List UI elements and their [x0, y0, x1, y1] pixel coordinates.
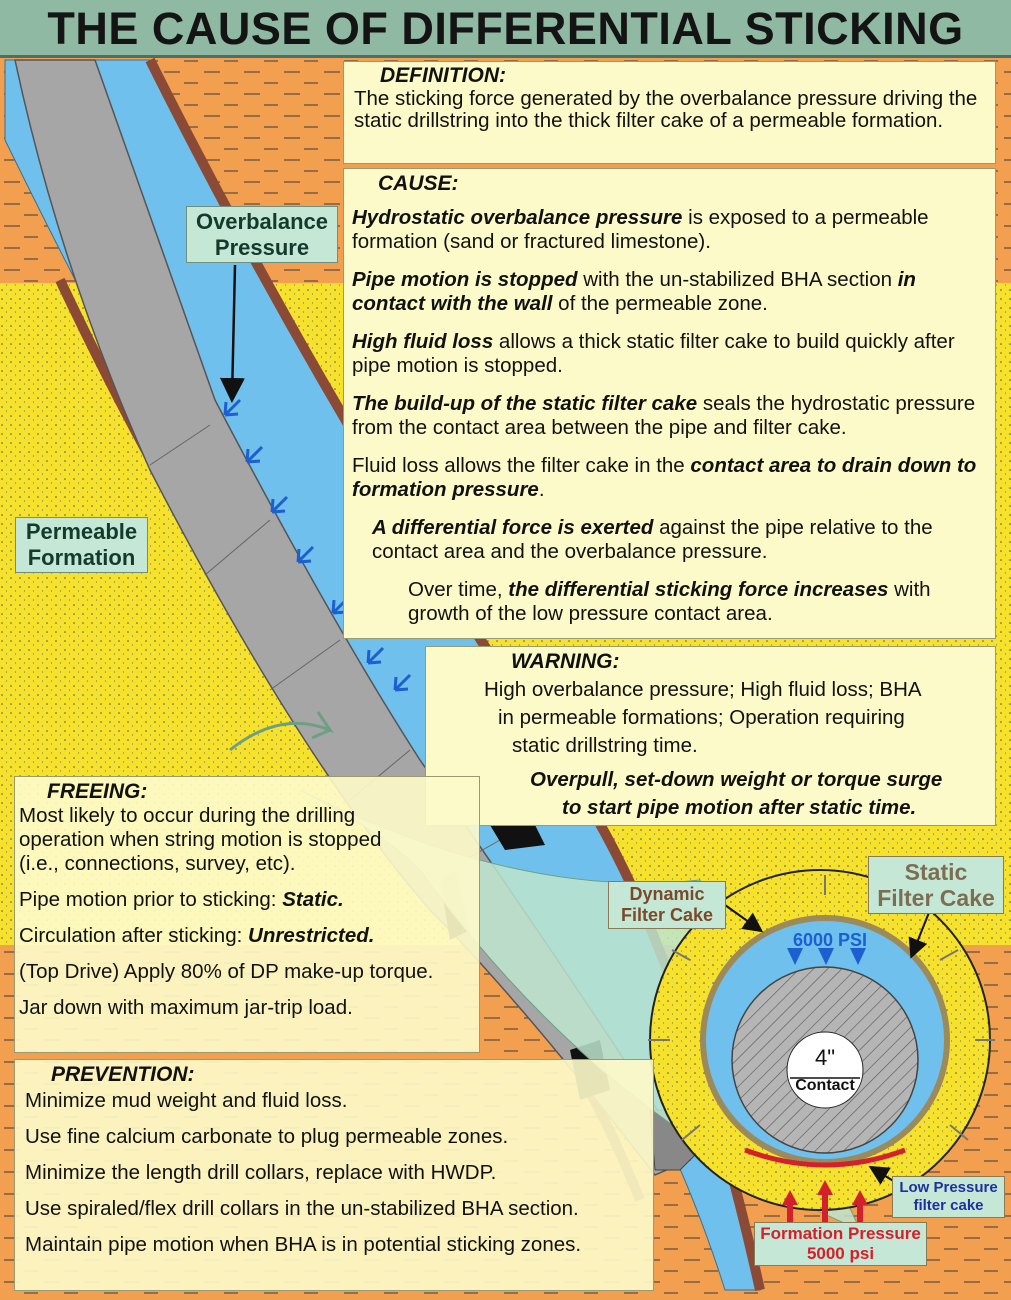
tool-joint-1	[149, 424, 211, 466]
tool-joint-2	[204, 519, 271, 576]
prevention-item: Maintain pipe motion when BHA is in pote…	[25, 1233, 582, 1256]
definition-box: DEFINITION: The sticking force generated…	[343, 61, 996, 164]
fluid-loss-arrows	[648, 875, 995, 1141]
warning-bold: Overpull, set-down weight or torque surg…	[530, 768, 943, 791]
prevention-item: Use spiraled/flex drill collars in the u…	[25, 1197, 579, 1220]
warning-bold: to start pipe motion after static time.	[562, 796, 917, 819]
static-pointer	[908, 909, 931, 959]
freeing-item: (Top Drive) Apply 80% of DP make-up torq…	[19, 960, 434, 983]
high-pressure-label: 6000 PSI	[792, 930, 868, 950]
dynamic-filter-cake-label: Dynamic Filter Cake	[608, 881, 726, 929]
warning-line: in permeable formations; Operation requi…	[498, 706, 905, 729]
pressure-arrows-formation	[782, 1180, 868, 1230]
warning-line: High overbalance pressure; High fluid lo…	[484, 678, 922, 701]
cause-item: Hydrostatic overbalance pressure is expo…	[352, 206, 929, 253]
cause-item: High fluid loss allows a thick static fi…	[352, 330, 955, 377]
cause-item: A differential force is exerted against …	[372, 516, 933, 563]
cause-heading: CAUSE:	[378, 172, 459, 195]
dynamic-pointer	[724, 904, 764, 933]
page-title: THE CAUSE OF DIFFERENTIAL STICKING	[0, 0, 1011, 58]
cause-item: Fluid loss allows the filter cake in the…	[352, 454, 977, 501]
cause-item: Pipe motion is stopped with the un-stabi…	[352, 268, 916, 315]
contact-size-label: 4"	[814, 1045, 836, 1070]
cause-item: Over time, the differential sticking for…	[408, 578, 931, 625]
warning-heading: WARNING:	[511, 650, 620, 673]
permeable-formation-label: Permeable Formation	[15, 517, 148, 573]
swirl-arrow	[229, 711, 334, 752]
warning-line: static drillstring time.	[512, 734, 698, 757]
prevention-heading: PREVENTION:	[51, 1063, 195, 1086]
prevention-item: Use fine calcium carbonate to plug perme…	[25, 1125, 509, 1148]
cause-item: The build-up of the static filter cake s…	[352, 392, 976, 439]
definition-text: The sticking force generated by the over…	[354, 87, 978, 132]
static-filter-cake-label: Static Filter Cake	[868, 856, 1004, 914]
formation-pressure-label: Formation Pressure 5000 psi	[754, 1222, 927, 1266]
low-pressure-label: Low Pressure filter cake	[892, 1176, 1005, 1218]
tool-joint-3	[269, 639, 341, 691]
cause-box: CAUSE: Hydrostatic overbalance pressure …	[343, 168, 996, 639]
definition-heading: DEFINITION:	[380, 64, 506, 87]
cross-section	[648, 869, 995, 1230]
prevention-box: PREVENTION: Minimize mud weight and flui…	[14, 1059, 654, 1291]
freeing-item: Jar down with maximum jar-trip load.	[19, 996, 353, 1019]
freeing-text: Most likely to occur during the drilling…	[19, 804, 382, 875]
overbalance-label: Overbalance Pressure	[186, 206, 338, 263]
contact-circle	[786, 1031, 864, 1109]
freeing-item: Circulation after sticking: Unrestricted…	[19, 924, 375, 947]
contact-label: Contact	[795, 1077, 855, 1094]
pressure-arrows-high	[787, 948, 866, 965]
overbalance-pointer	[219, 264, 245, 403]
freeing-item: Pipe motion prior to sticking: Static.	[19, 888, 344, 911]
warning-box: WARNING: High overbalance pressure; High…	[425, 646, 996, 826]
freeing-box: FREEING: Most likely to occur during the…	[14, 776, 480, 1053]
freeing-heading: FREEING:	[47, 780, 148, 803]
prevention-item: Minimize mud weight and fluid loss.	[25, 1089, 348, 1112]
prevention-item: Minimize the length drill collars, repla…	[25, 1161, 497, 1184]
